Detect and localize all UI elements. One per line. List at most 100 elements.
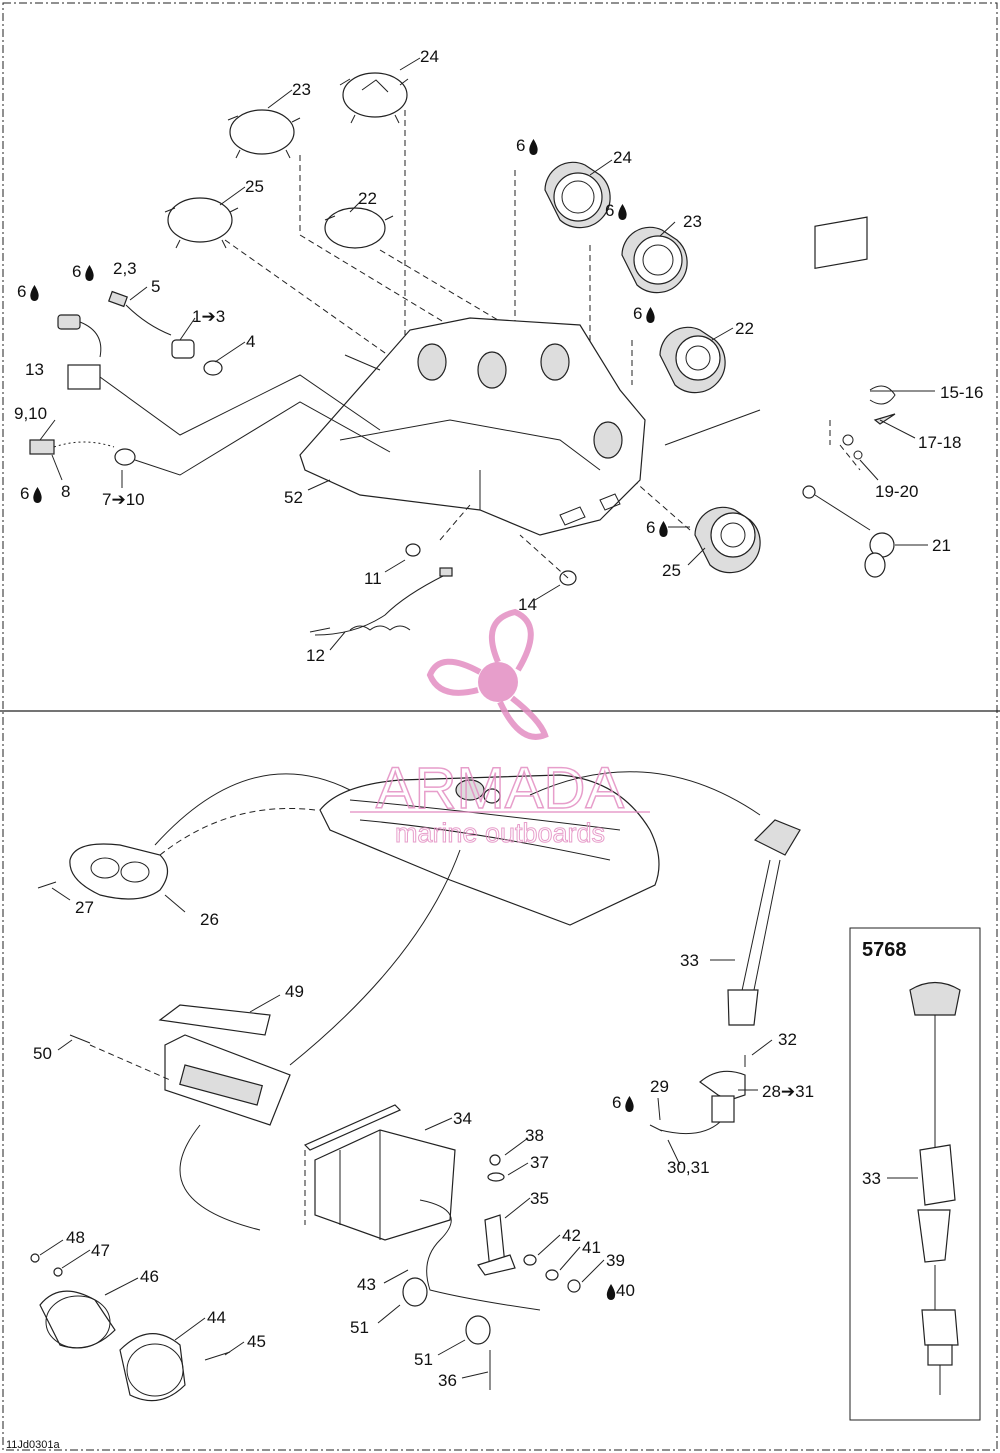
callouts: 24 23 25 22 6 24 6 23 6 22 6 2,3 5 6 1➔3 4 13 9,10 6 8 7➔10 5… [14, 47, 983, 1390]
callout-c27: 27 [75, 898, 94, 917]
callout-c40: 40 [616, 1281, 635, 1300]
cap-21 [802, 485, 895, 578]
callout-c5: 5 [151, 277, 160, 296]
callout-c22a: 22 [358, 189, 377, 208]
callout-c47: 47 [91, 1241, 110, 1260]
gauge-housing-23 [227, 109, 301, 159]
label-plate [814, 216, 896, 471]
gauge-24 [544, 161, 611, 229]
callout-c37: 37 [530, 1153, 549, 1172]
lubricant-drop-icon [30, 285, 39, 301]
stereo-49 [69, 1004, 291, 1126]
callout-c24a: 24 [420, 47, 439, 66]
callout-c23a: 23 [292, 80, 311, 99]
callout-c6f: 6 [20, 484, 29, 503]
sensor-2-3 [108, 290, 172, 336]
cable-43 [402, 1199, 541, 1345]
callout-c43: 43 [357, 1275, 376, 1294]
callout-c39: 39 [606, 1251, 625, 1270]
callout-c36: 36 [438, 1371, 457, 1390]
leader-lines [39, 57, 935, 1379]
gauge-housing-22 [324, 207, 394, 249]
callout-c46: 46 [140, 1267, 159, 1286]
callout-c49: 49 [285, 982, 304, 1001]
callout-c32: 32 [778, 1030, 797, 1049]
lower-panel [30, 771, 981, 1421]
callout-c6h: 6 [612, 1093, 621, 1112]
callout-c29: 29 [650, 1077, 669, 1096]
vent-46 [30, 1253, 116, 1349]
gauge-22 [659, 326, 726, 394]
callout-c23b: 23 [683, 212, 702, 231]
callout-c34: 34 [453, 1109, 472, 1128]
callout-c1516: 15-16 [940, 383, 983, 402]
lubricant-drop-icon [646, 307, 655, 323]
bezel-26 [37, 843, 169, 900]
lanyard-12 [309, 504, 577, 636]
callout-c50: 50 [33, 1044, 52, 1063]
callout-c38: 38 [525, 1126, 544, 1145]
callout-c6d: 6 [72, 262, 81, 281]
gauge-housing-25 [164, 197, 239, 249]
callout-c6g: 6 [646, 518, 655, 537]
callout-c1718: 17-18 [918, 433, 961, 452]
callout-c26: 26 [200, 910, 219, 929]
inset-5768 [849, 927, 981, 1421]
callout-c24b: 24 [613, 148, 632, 167]
callout-c51a: 51 [350, 1318, 369, 1337]
callout-c48: 48 [66, 1228, 85, 1247]
sender-28-31 [649, 1055, 746, 1135]
callout-c910: 9,10 [14, 404, 47, 423]
propeller-logo [426, 608, 549, 740]
callout-c4: 4 [246, 332, 255, 351]
callout-c22b: 22 [735, 319, 754, 338]
gauge-housing-24 [339, 72, 409, 124]
callout-c21: 21 [932, 536, 951, 555]
watermark-tagline: marine outboards [395, 818, 605, 848]
callout-c13r: 1➔3 [192, 307, 225, 326]
callout-c2831: 28➔31 [762, 1082, 814, 1101]
intake-33 [727, 819, 801, 1026]
gauge-23 [621, 226, 688, 294]
callout-c3031: 30,31 [667, 1158, 710, 1177]
callout-c6a: 6 [516, 136, 525, 155]
callout-c52: 52 [284, 488, 303, 507]
callout-c42: 42 [562, 1226, 581, 1245]
inset-label: 5768 [862, 939, 907, 961]
callout-c11: 11 [364, 569, 382, 588]
callout-c6e: 6 [17, 282, 26, 301]
lubricant-drop-icon [606, 1284, 616, 1300]
watermark: ARMADA marine outboards [350, 608, 650, 849]
callout-c35: 35 [530, 1189, 549, 1208]
callout-c8: 8 [61, 482, 70, 501]
lubricant-drop-icon [529, 139, 538, 155]
switch-9-10 [29, 401, 391, 476]
bracket-35 [477, 1154, 581, 1390]
gauge-25 [694, 506, 761, 574]
callout-c6c: 6 [633, 304, 642, 323]
callout-c13: 13 [25, 360, 44, 379]
callout-c12: 12 [306, 646, 325, 665]
callout-c33: 33 [680, 951, 699, 970]
lubricant-drop-icon [625, 1096, 634, 1112]
footer-code: 11Jd0301a [6, 1439, 61, 1451]
battery-34 [303, 1104, 456, 1241]
upper-panel [29, 72, 896, 636]
lubricant-drop-icon [33, 487, 42, 503]
connector-6-left [57, 314, 102, 358]
relay-13 [67, 364, 381, 436]
callout-c44: 44 [207, 1308, 226, 1327]
callout-c1920: 19-20 [875, 482, 918, 501]
callout-c710: 7➔10 [102, 490, 145, 509]
lubricant-drop-icon [659, 521, 668, 537]
callout-c14: 14 [518, 595, 537, 614]
callout-c25a: 25 [245, 177, 264, 196]
console-housing [299, 317, 646, 536]
callout-c45: 45 [247, 1332, 266, 1351]
callout-c23c: 2,3 [113, 259, 137, 278]
lubricant-drop-icon [618, 204, 627, 220]
watermark-brand: ARMADA [376, 756, 624, 821]
connector-1-3 [171, 339, 223, 376]
